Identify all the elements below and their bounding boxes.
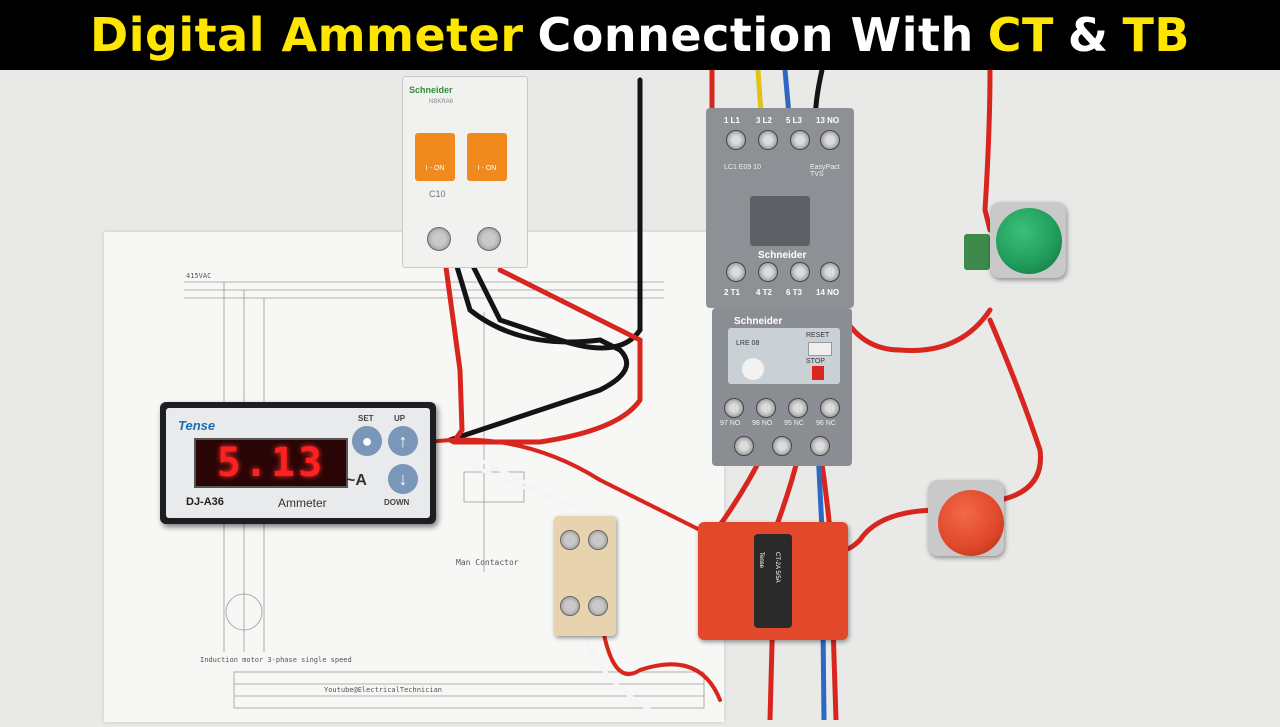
breaker-toggle-2-label: I - ON [477, 165, 497, 172]
red-button-housing [928, 480, 1004, 556]
title-part-2: Connection With [537, 8, 974, 62]
tb-screw-3 [560, 596, 580, 616]
terminal-block [554, 516, 616, 636]
breaker-rating: C10 [429, 189, 446, 199]
title-part-3: CT [987, 8, 1054, 62]
up-button[interactable]: ↑ [388, 426, 418, 456]
title-part-4: & [1067, 8, 1109, 62]
contactor-terminal-bottom-3: 6 T3 [786, 288, 803, 297]
breaker-screw-1 [427, 227, 451, 251]
wiring [428, 70, 1043, 720]
breaker-model: NBKRA6 [429, 99, 454, 105]
ammeter-unit: ~A [346, 472, 367, 489]
arrow-down-icon: ↓ [398, 469, 408, 489]
down-button[interactable]: ↓ [388, 464, 418, 494]
reset-label: RESET [806, 332, 830, 339]
down-label: DOWN [384, 498, 410, 507]
overload-terminal-2: 98 NO [752, 420, 773, 427]
overload-brand: Schneider [734, 316, 783, 327]
contactor-terminal-bottom-1: 2 T1 [724, 288, 741, 297]
ammeter-face: Tense 5.13 ~A DJ-A36 Ammeter SET ● UP ↑ … [166, 408, 430, 518]
current-dial[interactable] [742, 358, 764, 380]
up-label: UP [394, 414, 406, 423]
breaker-brand: Schneider [409, 85, 453, 95]
ammeter-model: DJ-A36 [186, 496, 224, 508]
contactor-terminal-top-4: 13 NO [816, 116, 840, 125]
overload-screw-5 [734, 436, 754, 456]
contactor-screw-top-2 [758, 130, 778, 150]
contactor-screw-top-4 [820, 130, 840, 150]
ct-brand: Tense [758, 552, 764, 569]
overload-screw-1 [724, 398, 744, 418]
reset-button[interactable] [808, 342, 832, 356]
overload-screw-4 [820, 398, 840, 418]
contactor-screw-bottom-4 [820, 262, 840, 282]
tb-screw-4 [588, 596, 608, 616]
ammeter-reading: 5.13 [216, 440, 326, 486]
overload-screw-7 [810, 436, 830, 456]
set-label: SET [358, 414, 374, 423]
digital-ammeter: Tense 5.13 ~A DJ-A36 Ammeter SET ● UP ↑ … [160, 402, 436, 524]
current-transformer: Tense CT-2A 5/5A [698, 522, 848, 640]
title-part-1: Digital Ammeter [90, 8, 524, 62]
ct-label: CT-2A 5/5A [774, 552, 780, 583]
schematic-lines [184, 281, 705, 709]
overload-screw-6 [772, 436, 792, 456]
ammeter-display: 5.13 [194, 438, 348, 488]
contactor-terminal-top-1: 1 L1 [724, 116, 741, 125]
breaker-screw-2 [477, 227, 501, 251]
overload-screw-2 [756, 398, 776, 418]
contactor-screw-bottom-2 [758, 262, 778, 282]
stop-label: STOP [806, 358, 825, 365]
contactor-terminal-top-2: 3 L2 [756, 116, 773, 125]
overload-terminal-1: 97 NO [720, 420, 741, 427]
ct-core [754, 534, 792, 628]
overload-screw-3 [788, 398, 808, 418]
schematic-supply: 415VAC [186, 272, 212, 280]
green-button-contact [964, 234, 990, 270]
stop-button[interactable] [812, 366, 824, 380]
overload-terminal-4: 96 NC [816, 420, 836, 427]
breaker-toggle-1-label: I - ON [425, 165, 445, 172]
contactor-screw-top-3 [790, 130, 810, 150]
set-button-icon: ● [361, 431, 373, 451]
schematic-motor: Induction motor 3-phase single speed [200, 656, 352, 664]
breaker-toggle-1[interactable]: I - ON [415, 133, 455, 181]
overload-model: LRE 08 [736, 340, 760, 347]
circuit-breaker: Schneider NBKRA6 I - ON I - ON C10 [402, 76, 528, 268]
contactor-screw-top-1 [726, 130, 746, 150]
breaker-toggle-2[interactable]: I - ON [467, 133, 507, 181]
contactor-screw-bottom-1 [726, 262, 746, 282]
contactor-terminal-top-3: 5 L3 [786, 116, 803, 125]
tb-screw-2 [588, 530, 608, 550]
contactor-series: EasyPact TVS [810, 164, 840, 178]
contactor-terminal-bottom-2: 4 T2 [756, 288, 773, 297]
stop-push-button[interactable] [938, 490, 1004, 556]
title-part-5: TB [1122, 8, 1190, 62]
contactor-brand: Schneider [758, 250, 807, 261]
contactor-model: LC1 E09 10 [724, 164, 761, 171]
set-button[interactable]: ● [352, 426, 382, 456]
contactor: 1 L1 3 L2 5 L3 13 NO LC1 E09 10 EasyPact… [706, 108, 854, 308]
overload-relay: Schneider LRE 08 RESET STOP 97 NO 98 NO … [712, 308, 852, 466]
start-button[interactable] [996, 208, 1062, 274]
ammeter-brand: Tense [178, 418, 216, 433]
contactor-terminal-bottom-4: 14 NO [816, 288, 840, 297]
panel-scene: 415VAC Man Contactor Induction motor 3-p… [0, 70, 1280, 722]
overload-terminal-3: 95 NC [784, 420, 804, 427]
ammeter-name: Ammeter [278, 496, 327, 510]
arrow-up-icon: ↑ [398, 431, 408, 451]
title-banner: Digital Ammeter Connection With CT & TB [0, 0, 1280, 70]
schematic-contactor: Man Contactor [456, 558, 519, 567]
green-button-housing [990, 202, 1066, 278]
contactor-screw-bottom-3 [790, 262, 810, 282]
contactor-window [750, 196, 810, 246]
schematic-youtube: Youtube@ElectricalTechnician [324, 686, 443, 694]
tb-screw-1 [560, 530, 580, 550]
